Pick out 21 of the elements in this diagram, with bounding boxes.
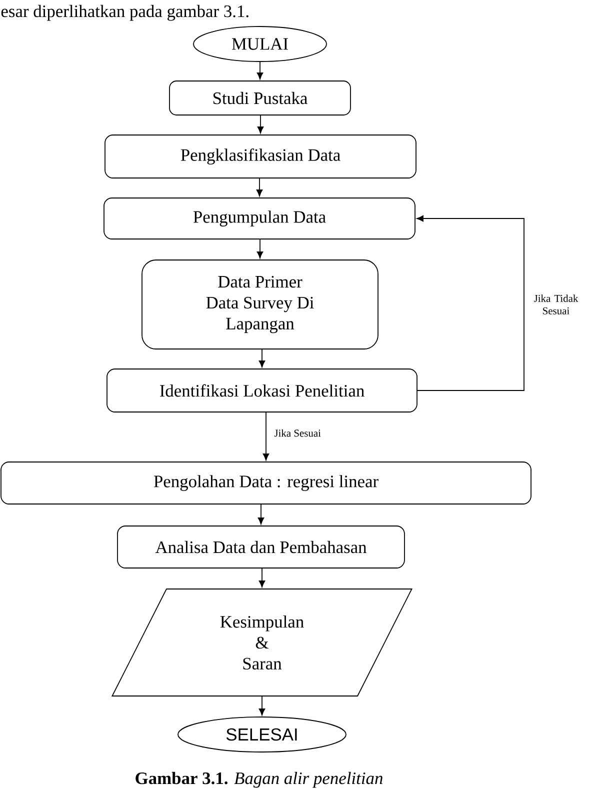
arrow: [257, 115, 264, 134]
edge-label: Jika Tidak Sesuai: [529, 294, 583, 316]
process-box: Pengolahan Data : regresi linear: [0, 462, 532, 504]
arrow: [262, 412, 270, 460]
edge-label: Jika Sesuai: [273, 428, 322, 438]
arrow: [256, 62, 264, 80]
process-box: Identifikasi Lokasi Penelitian: [106, 368, 418, 412]
arrow: [258, 568, 266, 588]
process-box: Data Primer Data Survey Di Lapangan: [142, 260, 378, 350]
arrow: [256, 178, 263, 196]
process-box: Studi Pustaka: [169, 80, 351, 116]
arrow: [258, 504, 264, 524]
arrow: [416, 215, 524, 391]
process-box: Pengumpulan Data: [104, 198, 416, 240]
arrow: [258, 349, 266, 368]
arrow: [258, 696, 266, 716]
process-box: Analisa Data dan Pembahasan: [117, 526, 405, 568]
process-box: Pengklasifikasian Data: [104, 134, 416, 178]
figure-caption: Gambar 3.1. Bagan alir penelitian: [136, 772, 382, 788]
arrow: [256, 239, 264, 258]
body-text: esar diperlihatkan pada gambar 3.1.: [1, 4, 248, 21]
